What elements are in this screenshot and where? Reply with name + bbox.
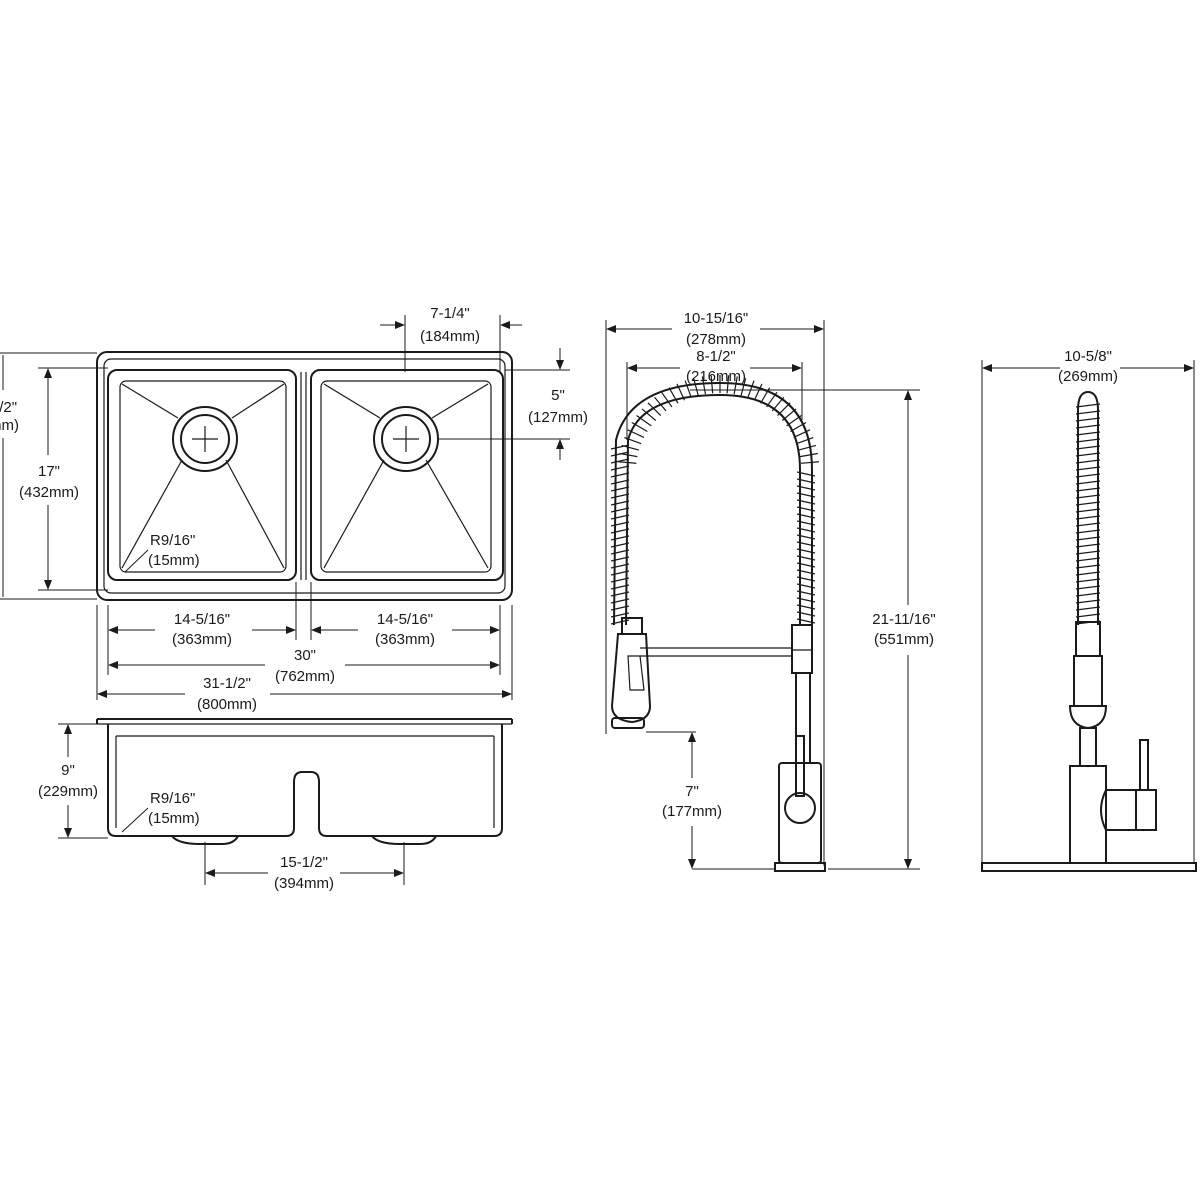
right-bowl-width-in: 14-5/16" xyxy=(377,611,433,628)
right-bowl-slope-lines xyxy=(323,383,489,569)
top-view-dimensions: 7-1/4" (184mm) 5" (127mm) 17" (432mm) 1/… xyxy=(0,305,588,713)
sink-side-view xyxy=(96,718,513,845)
right-bowl xyxy=(310,369,504,581)
sink-top-view xyxy=(96,351,513,601)
drain-from-back-in: 5" xyxy=(551,387,565,404)
spout-reach-mm: (216mm) xyxy=(686,368,746,385)
inside-depth-mm: (432mm) xyxy=(19,484,79,501)
front-handle-hub xyxy=(1100,789,1137,831)
overall-height-mm: (551mm) xyxy=(874,631,934,648)
top-corner-radius-mm: (15mm) xyxy=(148,552,200,569)
front-sprayer xyxy=(1073,655,1103,707)
spout-height-in: 7" xyxy=(685,783,699,800)
drain-offset-mm: (184mm) xyxy=(420,328,480,345)
side-corner-radius-mm: (15mm) xyxy=(148,810,200,827)
front-collar xyxy=(1075,621,1101,657)
sink-rim-inner xyxy=(103,358,506,594)
handle-lever xyxy=(795,735,805,797)
sprayer-nozzle xyxy=(611,717,645,729)
left-bowl xyxy=(107,369,297,581)
overall-width-mm: (800mm) xyxy=(197,696,257,713)
inside-depth-in: 17" xyxy=(38,463,60,480)
spout-height-mm: (177mm) xyxy=(662,803,722,820)
faucet-front-view xyxy=(981,390,1197,872)
faucet-reach-mm: (278mm) xyxy=(686,331,746,348)
faucet-base xyxy=(774,862,826,872)
right-bowl-floor xyxy=(320,380,492,573)
sink-rim-outer xyxy=(96,351,513,601)
right-bowl-width-mm: (363mm) xyxy=(375,631,435,648)
spout-reach-in: 8-1/2" xyxy=(696,348,736,365)
left-bowl-floor xyxy=(119,380,287,573)
overall-depth-mm: mm) xyxy=(0,417,19,434)
left-bowl-width-in: 14-5/16" xyxy=(174,611,230,628)
sprayer-head xyxy=(610,633,652,724)
side-corner-radius-in: R9/16" xyxy=(150,790,195,807)
drain-spacing-mm: (394mm) xyxy=(274,875,334,892)
overall-depth-in: 1/2" xyxy=(0,399,17,416)
top-corner-radius-in: R9/16" xyxy=(150,532,195,549)
left-drain-inner xyxy=(180,414,230,464)
handle-hub xyxy=(784,792,816,824)
left-bowl-width-mm: (363mm) xyxy=(172,631,232,648)
faucet-reach-in: 10-15/16" xyxy=(684,310,749,327)
left-bowl-slope-lines xyxy=(121,383,285,569)
spring-collar xyxy=(791,624,813,674)
faucet-side-dimensions: 10-15/16" (278mm) 8-1/2" (216mm) 21-11/1… xyxy=(605,310,936,870)
deck-plate xyxy=(981,862,1197,872)
spring-coils xyxy=(610,375,819,625)
inside-width-in: 30" xyxy=(294,647,316,664)
inside-width-mm: (762mm) xyxy=(275,668,335,685)
overall-width-in: 31-1/2" xyxy=(203,675,251,692)
sink-side-profile xyxy=(107,724,503,837)
left-drain-outer xyxy=(172,406,238,472)
faucet-front-dimensions: 10-5/8" (269mm) xyxy=(981,348,1195,863)
right-drain-profile xyxy=(371,835,437,845)
bowl-depth-in: 9" xyxy=(61,762,75,779)
overall-height-in: 21-11/16" xyxy=(872,611,935,628)
left-drain-profile xyxy=(171,835,239,845)
drain-from-back-mm: (127mm) xyxy=(528,409,588,426)
drain-offset-in: 7-1/4" xyxy=(430,305,470,322)
front-handle-lever xyxy=(1139,739,1149,791)
drain-spacing-in: 15-1/2" xyxy=(280,854,328,871)
front-column xyxy=(1079,727,1097,767)
front-spring-coils xyxy=(1075,403,1101,625)
faucet-side-view xyxy=(610,375,826,872)
right-drain-inner xyxy=(381,414,431,464)
front-width-in: 10-5/8" xyxy=(1064,348,1112,365)
front-handle-cap xyxy=(1135,789,1157,831)
front-width-mm: (269mm) xyxy=(1058,368,1118,385)
side-view-dimensions: 9" (229mm) R9/16" (15mm) 15-1/2" (394mm) xyxy=(38,723,405,892)
bowl-depth-mm: (229mm) xyxy=(38,783,98,800)
